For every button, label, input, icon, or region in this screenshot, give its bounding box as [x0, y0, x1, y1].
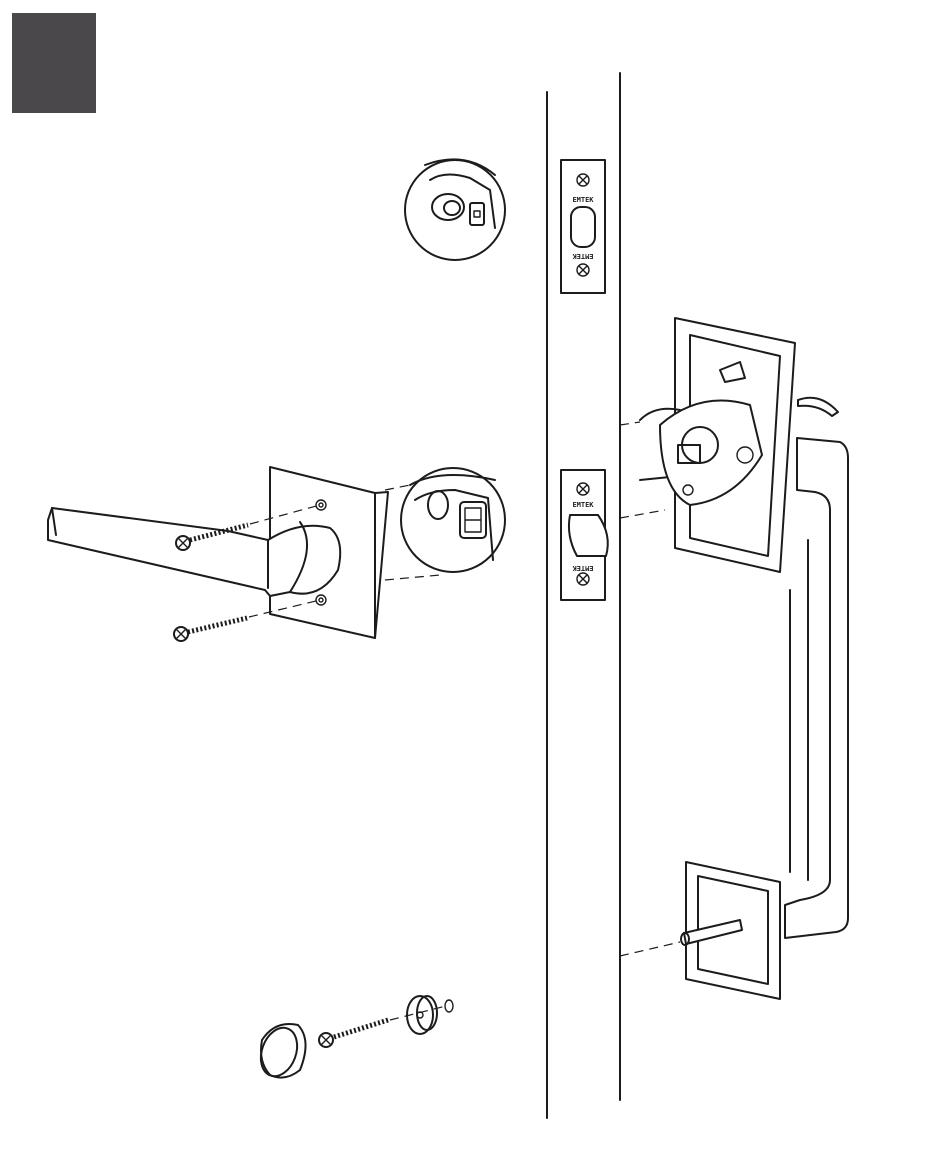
- strike-plate-lower: EMTEK EMTEK: [561, 470, 608, 600]
- latch-bolt: [569, 515, 608, 556]
- escutcheon-lower: [681, 862, 780, 999]
- strike-upper-stamp-bottom: EMTEK: [572, 252, 594, 260]
- lever-screw-lower: [174, 618, 247, 641]
- cap-screw: [319, 1020, 388, 1047]
- strike-upper-stamp-top: EMTEK: [572, 196, 594, 204]
- handle-grip: [785, 438, 848, 938]
- latch-detail-middle: [401, 468, 505, 572]
- strike-plate-upper: EMTEK EMTEK: [561, 160, 605, 293]
- strike-lower-stamp-top: EMTEK: [572, 501, 594, 509]
- washer: [390, 996, 453, 1034]
- latch-detail-upper: [405, 159, 505, 260]
- knob-cap: [254, 1023, 305, 1082]
- strike-lower-stamp-bottom: EMTEK: [572, 564, 594, 572]
